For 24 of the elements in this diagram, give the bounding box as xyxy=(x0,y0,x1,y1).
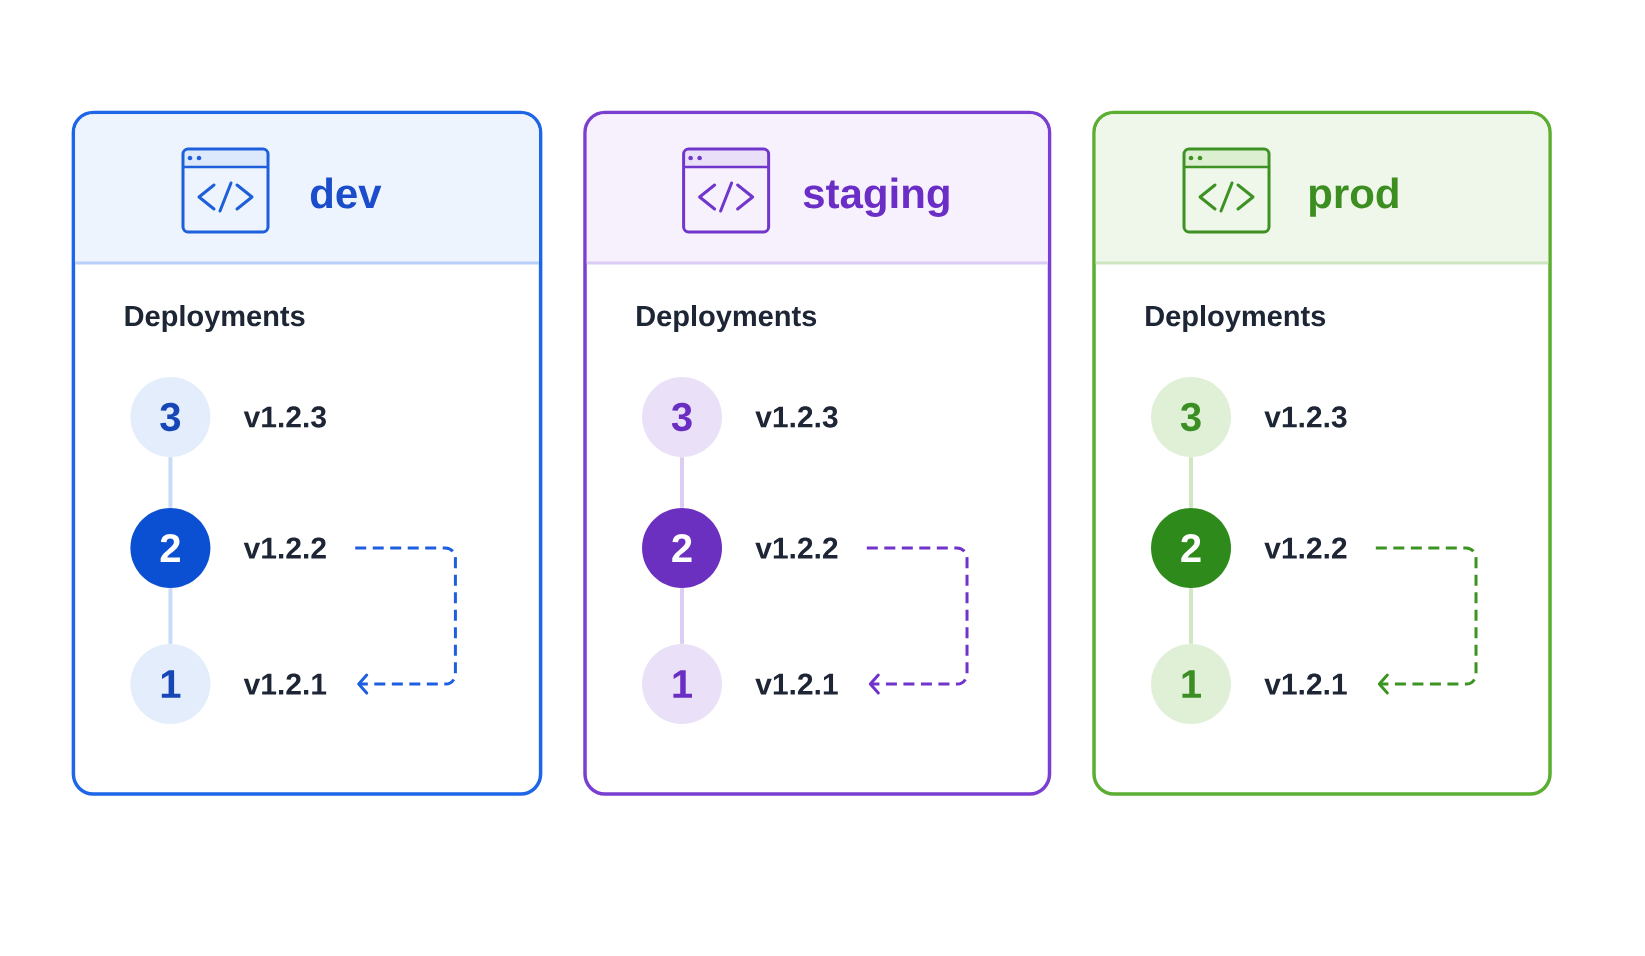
connector-line xyxy=(680,457,684,508)
section-heading: Deployments xyxy=(125,305,305,333)
panel-title: staging xyxy=(803,177,949,217)
version-label: v1.2.2 xyxy=(243,537,326,559)
version-label: v1.2.2 xyxy=(755,537,838,559)
panel-title: prod xyxy=(1310,177,1398,217)
section-heading: Deployments xyxy=(1146,305,1326,333)
connector-line xyxy=(680,588,684,644)
dashed-arrow xyxy=(1375,546,1478,695)
version-label: v1.2.1 xyxy=(243,673,327,695)
section-heading: Deployments xyxy=(637,305,817,333)
version-label: v1.2.3 xyxy=(243,406,326,428)
version-label: v1.2.3 xyxy=(755,406,838,428)
connector-line xyxy=(168,588,173,644)
connector-line xyxy=(168,457,173,508)
dashed-arrow xyxy=(866,546,969,695)
connector-line xyxy=(1189,588,1193,644)
version-label: v1.2.2 xyxy=(1264,537,1347,559)
panel-title: dev xyxy=(310,177,382,209)
version-label: v1.2.3 xyxy=(1264,406,1347,428)
connector-line xyxy=(1189,457,1193,508)
version-label: v1.2.1 xyxy=(755,673,838,695)
version-label: v1.2.1 xyxy=(1264,673,1347,695)
dashed-arrow xyxy=(355,546,457,695)
